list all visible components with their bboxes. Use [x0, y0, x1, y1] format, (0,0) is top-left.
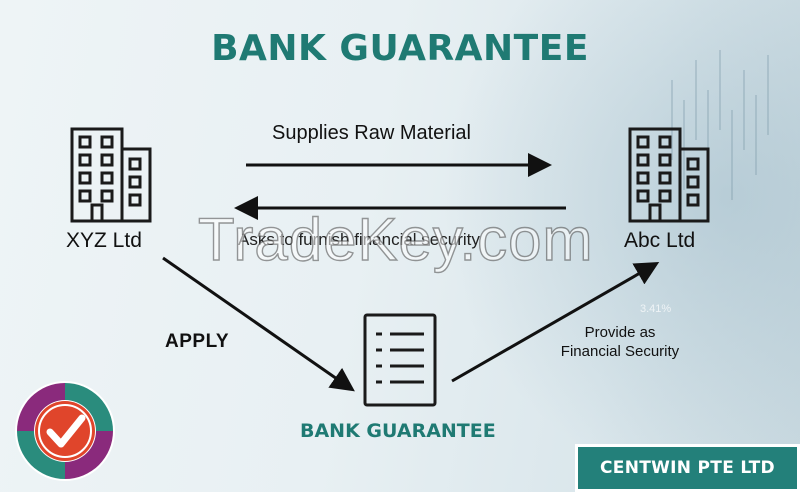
party-left-label: XYZ Ltd [66, 229, 142, 252]
provide-label: Provide as Financial Security [540, 323, 700, 361]
right-building-icon [628, 127, 710, 223]
provide-label-line1: Provide as [584, 324, 656, 341]
ask-label: Asks to furnish financial security [238, 230, 480, 249]
left-building-icon [70, 127, 152, 223]
party-right-label: Abc Ltd [624, 229, 696, 252]
provide-arrow [451, 262, 660, 383]
background-number-decoration: 3.41% [640, 303, 672, 315]
brand-badge: CENTWIN PTE LTD [575, 444, 800, 492]
background-glow [440, 0, 800, 492]
apply-arrow [162, 256, 355, 392]
supply-label: Supplies Raw Material [272, 122, 471, 144]
bank-guarantee-caption: BANK GUARANTEE [300, 420, 496, 442]
document-icon [363, 313, 437, 407]
watermark: TradeKey.com [197, 205, 594, 273]
page-title: BANK GUARANTEE [211, 28, 589, 69]
background-chart-decoration [671, 50, 769, 200]
apply-label: APPLY [165, 331, 230, 352]
checkmark-logo-icon [15, 381, 115, 481]
provide-label-line2: Financial Security [560, 343, 680, 360]
